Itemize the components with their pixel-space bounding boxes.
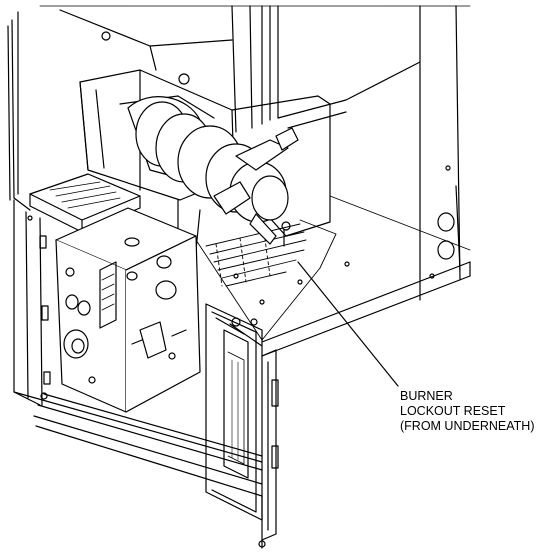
cabinet-upper xyxy=(7,5,471,301)
callout-line-2: LOCKOUT RESET xyxy=(400,404,506,418)
cabinet-lower xyxy=(13,165,471,549)
callout-leader xyxy=(297,261,399,387)
callout-line-3: (FROM UNDERNEATH) xyxy=(400,419,535,433)
callout-line-1: BURNER xyxy=(400,389,453,403)
burner-assembly xyxy=(127,96,299,251)
left-frame-details xyxy=(27,215,51,400)
floor-vent-slots xyxy=(205,223,307,287)
control-box xyxy=(55,207,201,413)
access-panel-frame xyxy=(205,303,279,548)
burner-lockout-reset-label: BURNER LOCKOUT RESET (FROM UNDERNEATH) xyxy=(400,389,534,434)
